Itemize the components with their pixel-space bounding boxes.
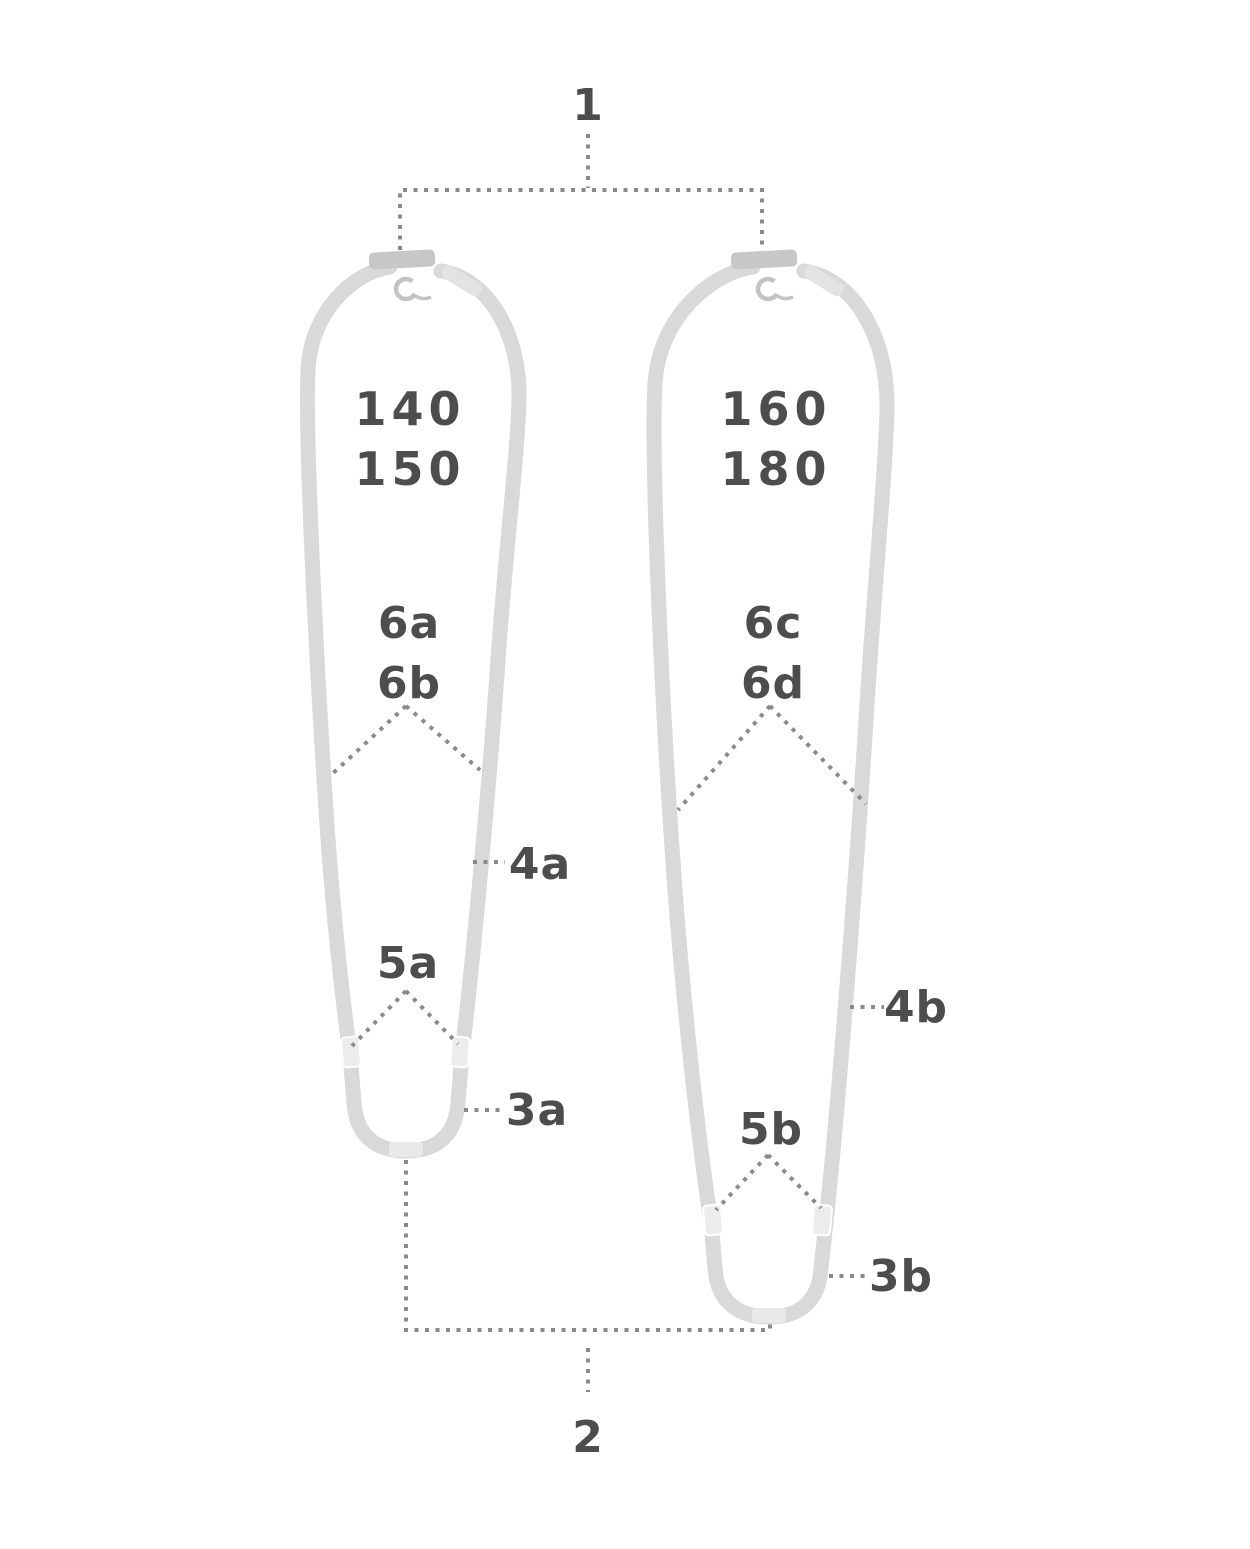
callout-6d: 6d bbox=[740, 658, 806, 709]
callout-6b: 6b bbox=[376, 658, 442, 709]
callout-5a: 5a bbox=[376, 938, 440, 989]
callout-3a: 3a bbox=[505, 1085, 569, 1136]
left-clip-left bbox=[340, 1035, 362, 1069]
callout-5b: 5b bbox=[738, 1104, 804, 1155]
leader-lines bbox=[328, 134, 884, 1392]
callout-6a: 6a bbox=[377, 598, 441, 649]
strap-clips bbox=[340, 1035, 833, 1323]
right-hook-tail bbox=[774, 293, 794, 301]
left-clip-right bbox=[449, 1035, 471, 1069]
leader-5a-right bbox=[404, 989, 460, 1046]
right-buckle-bar bbox=[730, 249, 798, 270]
right-strap-size-160: 160 bbox=[720, 382, 832, 436]
leader-5b-left bbox=[714, 1153, 770, 1212]
leader-5b-right bbox=[766, 1153, 823, 1210]
left-bottom-tab bbox=[389, 1142, 423, 1157]
leader-bottom-bracket bbox=[404, 1160, 772, 1332]
left-strap-tail bbox=[441, 265, 483, 297]
right-buckle bbox=[730, 249, 845, 302]
left-buckle bbox=[368, 249, 483, 302]
leader-top-bracket bbox=[398, 188, 764, 250]
right-strap-tail bbox=[803, 265, 845, 297]
right-strap-size-180: 180 bbox=[720, 442, 832, 496]
callout-4b: 4b bbox=[883, 982, 949, 1033]
right-hook-icon bbox=[755, 276, 779, 302]
left-hook-icon bbox=[393, 276, 417, 302]
left-strap-size-150: 150 bbox=[354, 442, 466, 496]
callout-4a: 4a bbox=[508, 839, 572, 890]
callout-6c: 6c bbox=[743, 598, 803, 649]
right-clip-right bbox=[811, 1203, 833, 1237]
left-buckle-bar bbox=[368, 249, 436, 270]
callout-1: 1 bbox=[572, 80, 604, 131]
right-bottom-tab bbox=[752, 1308, 786, 1323]
leader-6ab-right bbox=[404, 704, 482, 772]
leader-6ab-left bbox=[328, 704, 408, 778]
left-strap-size-140: 140 bbox=[354, 382, 466, 436]
callout-2: 2 bbox=[572, 1412, 604, 1463]
leader-5a-left bbox=[350, 989, 408, 1048]
leader-6cd-left bbox=[676, 704, 772, 812]
callout-3b: 3b bbox=[868, 1251, 934, 1302]
right-clip-left bbox=[702, 1203, 724, 1237]
leader-6cd-right bbox=[768, 704, 868, 806]
left-hook-tail bbox=[412, 293, 432, 301]
